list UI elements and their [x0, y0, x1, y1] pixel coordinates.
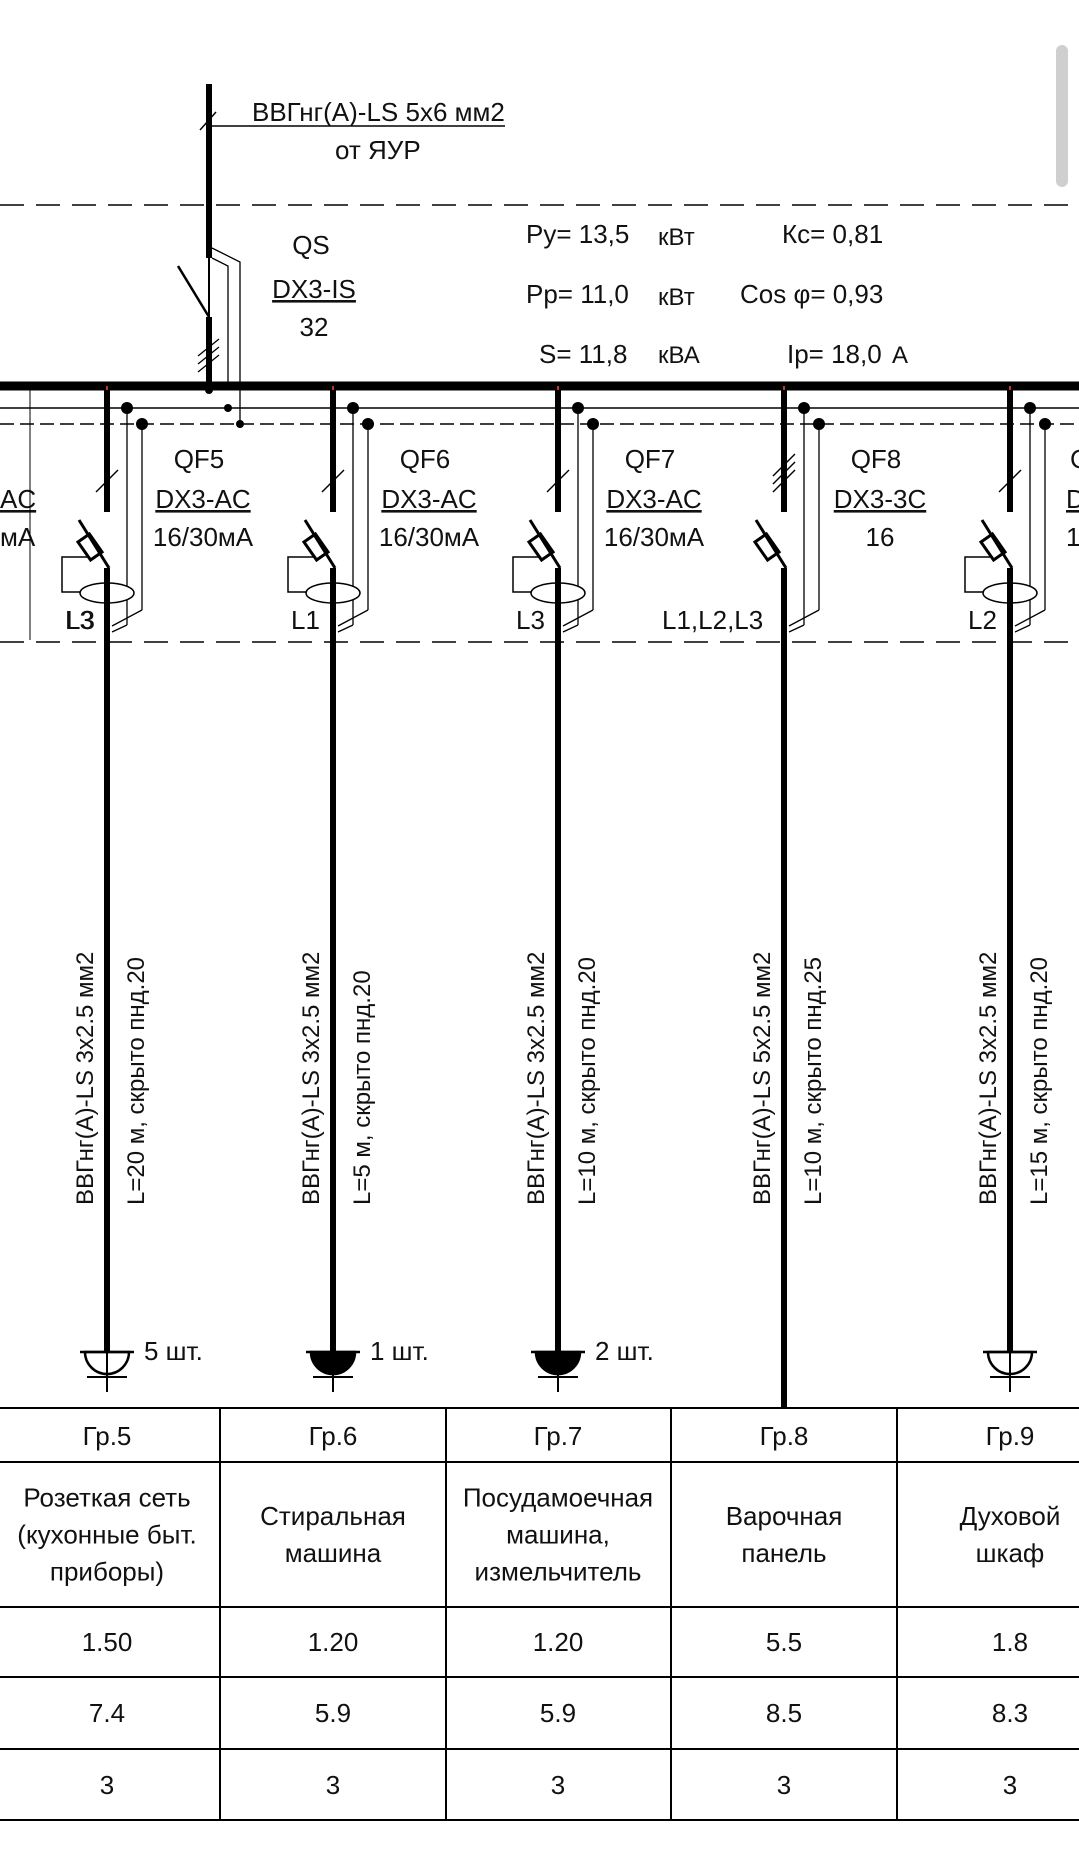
main-switch-name: QS [292, 230, 330, 260]
description-line: Розеткая сеть [23, 1483, 190, 1513]
load-count: 5 шт. [144, 1336, 203, 1366]
power-cell: 1.20 [308, 1627, 359, 1657]
description-line: Стиральная [260, 1501, 406, 1531]
cable-spec: ВВГнг(А)-LS 3х2.5 мм2 [298, 952, 325, 1205]
phase-label: L3 [516, 605, 545, 635]
phases-cell: 3 [777, 1770, 791, 1800]
group-cell: Гр.5 [83, 1421, 132, 1451]
power-cell: 1.50 [82, 1627, 133, 1657]
description-line: приборы) [50, 1557, 164, 1587]
param-s: S= 11,8 [539, 339, 627, 369]
load-count: 1 шт. [370, 1336, 429, 1366]
current-cell: 8.3 [992, 1698, 1028, 1728]
current-cell: 7.4 [89, 1698, 125, 1728]
current-cell: 8.5 [766, 1698, 802, 1728]
param-kc: Кс= 0,81 [782, 219, 883, 249]
breaker-model: DX3-AC [381, 484, 476, 514]
right-partial-name: C [1070, 444, 1079, 474]
scrollbar[interactable] [1056, 45, 1068, 187]
breaker-name: QF8 [851, 444, 902, 474]
group-cell: Гр.9 [986, 1421, 1035, 1451]
description-line: измельчитель [475, 1557, 642, 1587]
phase-label: L1,L2,L3 [662, 605, 763, 635]
power-cell: 1.20 [533, 1627, 584, 1657]
cable-route: L=10 м, скрыто пнд.20 [574, 957, 601, 1205]
group-cell: Гр.8 [760, 1421, 809, 1451]
param-cos: Cos φ= 0,93 [740, 279, 883, 309]
current-cell: 5.9 [315, 1698, 351, 1728]
current-cell: 5.9 [540, 1698, 576, 1728]
breaker-name: QF6 [400, 444, 451, 474]
phases-cell: 3 [1003, 1770, 1017, 1800]
description-line: панель [741, 1538, 826, 1568]
load-count: 2 шт. [595, 1336, 654, 1366]
phases-cell: 3 [100, 1770, 114, 1800]
breaker-name: QF5 [174, 444, 225, 474]
right-partial-model: D [1066, 484, 1079, 514]
power-cell: 5.5 [766, 1627, 802, 1657]
description-line: машина [285, 1538, 382, 1568]
description-line: Варочная [726, 1501, 843, 1531]
description-line: (кухонные быт. [17, 1520, 196, 1550]
cable-spec: ВВГнг(А)-LS 3х2.5 мм2 [72, 952, 99, 1205]
breaker-model: DX3-AC [606, 484, 701, 514]
phase-label: L3 [65, 605, 94, 635]
breaker-model: DX3-AC [155, 484, 250, 514]
phase-label: L2 [968, 605, 997, 635]
left-partial-model: AC [0, 484, 36, 514]
panel-parameters: Ру= 13,5 кВт Кс= 0,81 Рр= 11,0 кВт Cos φ… [526, 219, 908, 369]
description-line: шкаф [976, 1538, 1045, 1568]
main-switch-model: DX3-IS [272, 274, 356, 304]
breaker-rating: 16/30мА [604, 522, 705, 552]
cable-route: L=15 м, скрыто пнд.20 [1026, 957, 1053, 1205]
input-source-label: от ЯУР [335, 135, 421, 165]
cable-spec: ВВГнг(А)-LS 5х2.5 мм2 [749, 952, 776, 1205]
param-py: Ру= 13,5 [526, 219, 629, 249]
breaker-rating: 16/30мА [379, 522, 480, 552]
phases-cell: 3 [551, 1770, 565, 1800]
incoming-feeder: ВВГнг(А)-LS 5х6 мм2 от ЯУР [199, 84, 505, 258]
description-line: машина, [506, 1520, 610, 1550]
breaker-model: DX3-3C [834, 484, 926, 514]
group-cell: Гр.7 [534, 1421, 583, 1451]
power-cell: 1.8 [992, 1627, 1028, 1657]
breaker-name: QF7 [625, 444, 676, 474]
param-ip-unit: А [892, 342, 908, 369]
param-s-unit: кВА [658, 342, 700, 369]
cable-route: L=10 м, скрыто пнд.25 [800, 957, 827, 1205]
phase-label: L1 [291, 605, 320, 635]
description-line: Посудамоечная [463, 1483, 653, 1513]
param-ip: Iр= 18,0 [787, 339, 882, 369]
param-py-unit: кВт [658, 224, 695, 251]
param-pp: Рр= 11,0 [526, 279, 629, 309]
busbars [0, 381, 1079, 425]
main-switch: QS DX3-IS 32 [176, 230, 356, 428]
right-partial-circuit: C D 1( [1066, 444, 1079, 552]
left-partial-phase: L3 [66, 605, 95, 635]
input-cable-label: ВВГнг(А)-LS 5х6 мм2 [252, 97, 505, 127]
breaker-rating: 16 [866, 522, 895, 552]
cable-route: L=5 м, скрыто пнд.20 [349, 970, 376, 1205]
param-pp-unit: кВт [658, 284, 695, 311]
main-switch-rating: 32 [300, 312, 329, 342]
description-line: Духовой [960, 1501, 1061, 1531]
cable-spec: ВВГнг(А)-LS 3х2.5 мм2 [975, 952, 1002, 1205]
group-cell: Гр.6 [309, 1421, 358, 1451]
phases-cell: 3 [326, 1770, 340, 1800]
right-partial-rating: 1( [1066, 522, 1079, 552]
cable-route: L=20 м, скрыто пнд.20 [123, 957, 150, 1205]
left-partial-circuit: AC мА L3 [0, 386, 95, 640]
cable-spec: ВВГнг(А)-LS 3х2.5 мм2 [523, 952, 550, 1205]
breaker-rating: 16/30мА [153, 522, 254, 552]
